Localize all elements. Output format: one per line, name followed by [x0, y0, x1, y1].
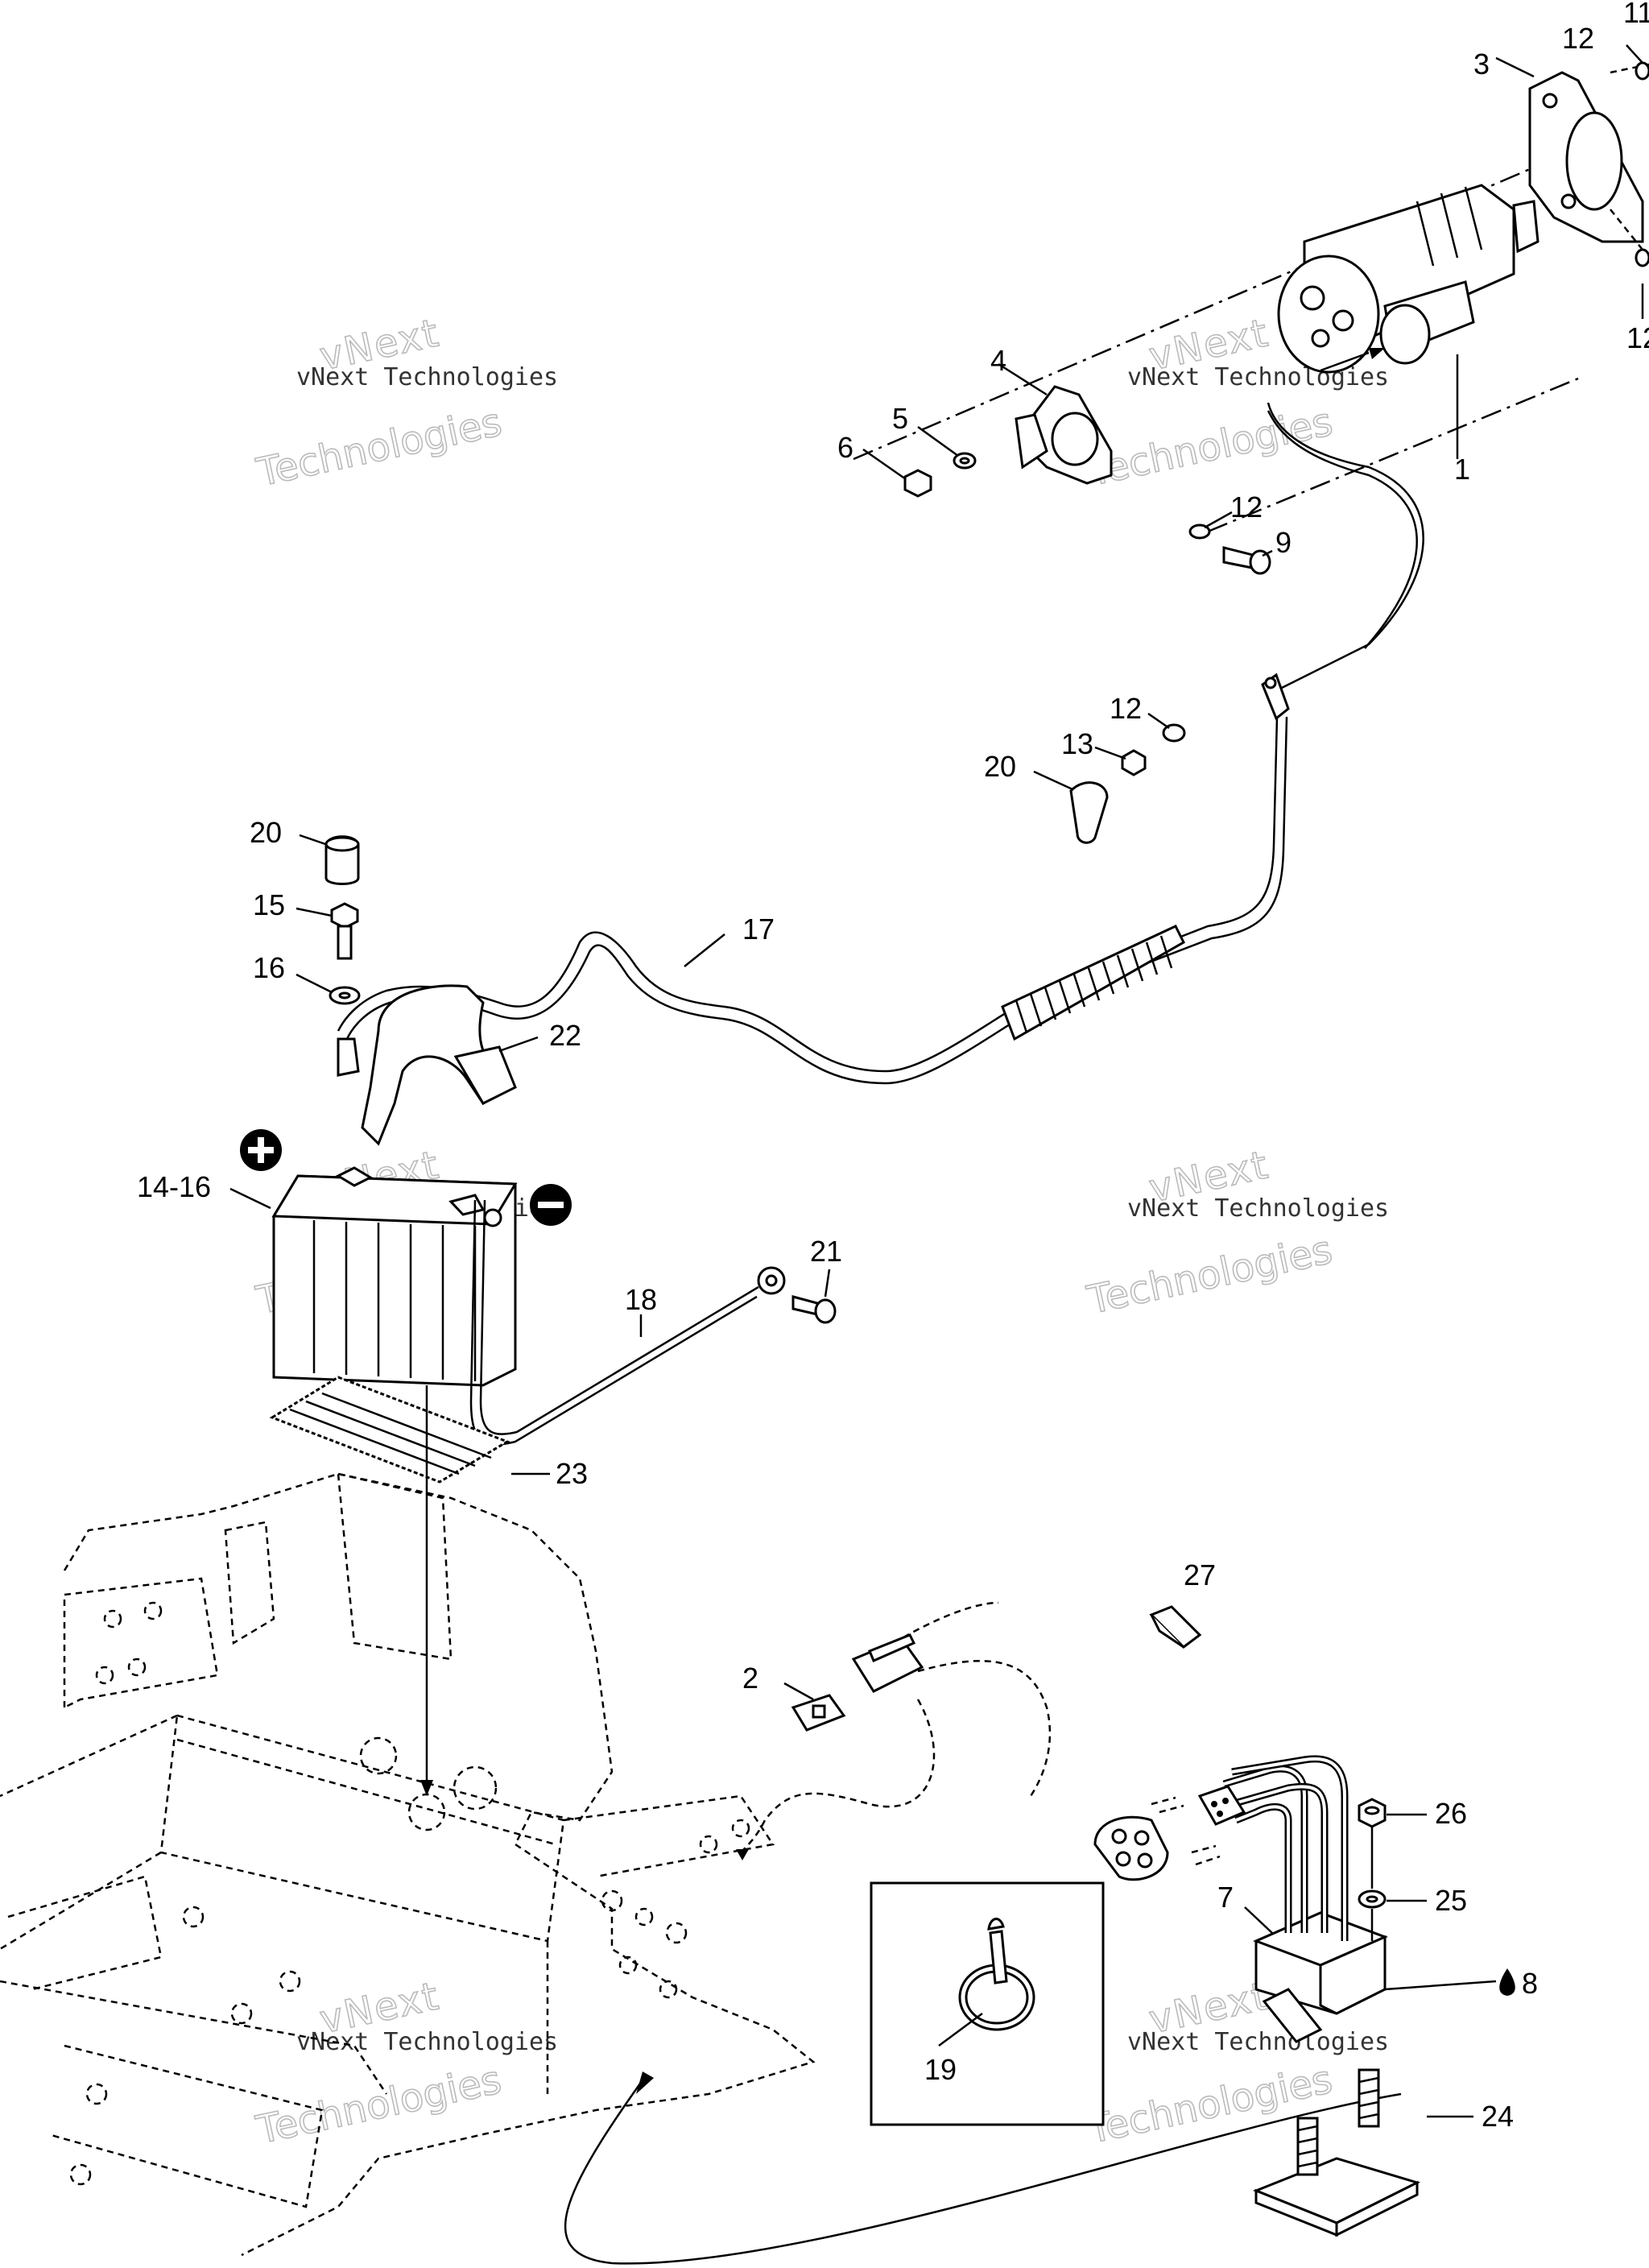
- svg-text:vNext Technologies: vNext Technologies: [1127, 2028, 1389, 2056]
- starter-support: [1015, 385, 1113, 485]
- callout-15: 15: [253, 888, 285, 921]
- cap-20-top: [324, 835, 360, 885]
- callout-12-mid: 12: [1230, 490, 1263, 524]
- nut-6: [903, 469, 932, 498]
- callout-1: 1: [1454, 453, 1470, 486]
- clip-27: [1149, 1605, 1202, 1649]
- callout-20-top: 20: [250, 816, 282, 849]
- callout-9: 9: [1275, 526, 1292, 559]
- cable-boot-22: [337, 984, 517, 1146]
- nut-13: [1121, 749, 1147, 776]
- callout-18: 18: [625, 1283, 657, 1316]
- svg-text:Technologies: Technologies: [1083, 1227, 1336, 1323]
- svg-text:Technologies: Technologies: [253, 399, 506, 495]
- washer-5: [953, 452, 977, 470]
- callout-21: 21: [810, 1235, 842, 1268]
- plus-icon: [240, 1129, 282, 1171]
- callout-25: 25: [1435, 1884, 1467, 1917]
- starter-motor: [853, 168, 1579, 533]
- washer-12-c: [1162, 723, 1186, 743]
- drop-icon: [1499, 1968, 1515, 1996]
- watermark-4: vNext vNext Technologies Technologies: [1082, 1141, 1389, 1323]
- minus-icon: [530, 1184, 572, 1226]
- cable-18: [469, 1199, 786, 1446]
- callout-12-right: 12: [1626, 321, 1649, 354]
- fuse-holder-2: [791, 1633, 924, 1732]
- cap-20-mid: [1069, 781, 1109, 844]
- callout-14-16: 14-16: [137, 1170, 211, 1203]
- callout-22: 22: [549, 1019, 581, 1052]
- svg-text:Technologies: Technologies: [252, 2057, 505, 2153]
- callout-20-mid: 20: [984, 750, 1016, 783]
- callout-23: 23: [556, 1457, 588, 1490]
- connector-female: [1093, 1796, 1221, 1881]
- bolt-9: [1222, 546, 1271, 575]
- starter-bracket: [1528, 63, 1649, 259]
- washer-25: [1358, 1889, 1387, 1909]
- nut-26: [1358, 1798, 1387, 1828]
- watermark-5: vNext vNext Technologies Technologies: [251, 1972, 558, 2154]
- callout-12-lower: 12: [1110, 692, 1142, 725]
- battery: [271, 1166, 518, 1387]
- callout-4: 4: [990, 344, 1006, 377]
- washer-12-b: [1635, 61, 1649, 267]
- callout-8: 8: [1522, 1967, 1538, 2000]
- watermark-1: vNext vNext Technologies Technologies: [252, 309, 558, 496]
- bolt-15: [330, 902, 359, 960]
- leader-lines: [229, 44, 1644, 2118]
- inset-box: [870, 1881, 1105, 2126]
- cable-tie-19: [958, 1918, 1035, 2031]
- callout-27: 27: [1184, 1558, 1216, 1591]
- svg-text:vNext Technologies: vNext Technologies: [296, 363, 558, 391]
- svg-text:vNext Technologies: vNext Technologies: [1127, 1194, 1389, 1223]
- callout-3: 3: [1473, 48, 1490, 81]
- callout-11: 11: [1623, 0, 1649, 29]
- mat-23: [269, 1376, 510, 1484]
- callout-19: 19: [924, 2053, 957, 2086]
- callout-13: 13: [1061, 727, 1093, 760]
- regulator-7: [1253, 1911, 1388, 2043]
- callout-24: 24: [1482, 2100, 1514, 2133]
- callout-26: 26: [1435, 1797, 1467, 1830]
- washer-12-a: [1188, 524, 1211, 540]
- bolt-21: [791, 1295, 837, 1324]
- callout-17: 17: [742, 913, 775, 946]
- callout-2: 2: [742, 1662, 758, 1695]
- svg-text:vNext Technologies: vNext Technologies: [296, 2028, 558, 2056]
- callout-6: 6: [837, 431, 853, 464]
- callout-12-top: 12: [1562, 22, 1594, 55]
- chassis-frame: [0, 1472, 816, 2257]
- svg-text:Technologies: Technologies: [1084, 399, 1337, 495]
- callout-5: 5: [892, 402, 908, 435]
- connector-male: [1197, 1785, 1246, 1826]
- bracket-24: [1252, 2068, 1421, 2237]
- washer-16: [329, 986, 361, 1005]
- callout-16: 16: [253, 951, 285, 984]
- callout-7: 7: [1217, 1881, 1234, 1914]
